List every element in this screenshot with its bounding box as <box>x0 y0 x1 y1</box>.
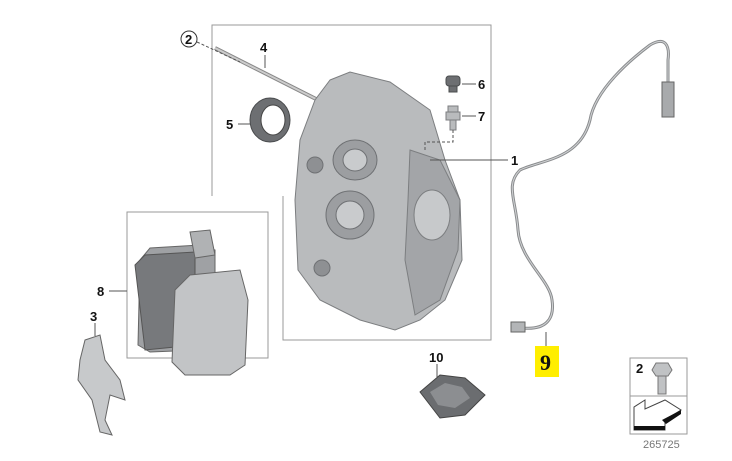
callout-1: 1 <box>511 153 518 168</box>
callout-9: 9 <box>540 350 551 375</box>
bleed-valve-part <box>445 105 461 131</box>
caliper-group-frame <box>211 24 492 341</box>
wear-sensor-part <box>510 39 675 333</box>
pad-spring-part <box>77 334 126 436</box>
brake-pads-part <box>134 229 249 376</box>
callout-3: 3 <box>90 309 97 324</box>
callout-10: 10 <box>429 350 443 365</box>
grease-packet-part <box>419 374 486 419</box>
callout-9-highlight <box>535 346 559 377</box>
guide-pin-part <box>214 46 319 102</box>
bolt-legend-box <box>629 357 688 435</box>
circled-callout-2 <box>180 30 198 48</box>
dust-cap-part <box>445 75 461 93</box>
legend-bolt-label: 2 <box>636 361 643 376</box>
callout-6: 6 <box>478 77 485 92</box>
callout-circled-2: 2 <box>185 32 192 47</box>
callout-5: 5 <box>226 117 233 132</box>
callout-7: 7 <box>478 109 485 124</box>
callout-4: 4 <box>260 40 268 55</box>
brake-caliper-part <box>294 71 463 331</box>
diagram-number: 265725 <box>643 439 680 451</box>
callout-8: 8 <box>97 284 104 299</box>
seal-ring-part <box>249 97 291 143</box>
